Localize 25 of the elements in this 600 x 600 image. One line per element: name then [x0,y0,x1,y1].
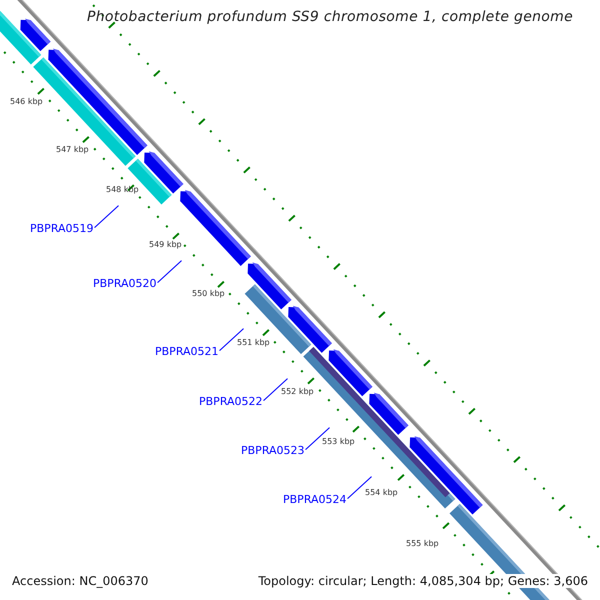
position-label: 549 kbp [149,240,182,250]
position-label: 554 kbp [365,488,398,498]
accession-text: Accession: NC_006370 [10,574,150,588]
position-label: 555 kbp [406,539,439,549]
gene-label: PBPRA0520 [93,277,157,290]
leader-line [219,328,244,352]
leader-line [157,260,182,284]
gene-label: PBPRA0523 [241,444,305,458]
leader-line [94,205,120,228]
title: Photobacterium profundum SS9 chromosome 1, complete genome [86,9,574,26]
gene-label: PBPRA0524 [283,493,347,506]
gene-label: PBPRA0521 [155,345,219,358]
position-label: 552 kbp [281,387,314,397]
position-label: 547 kbp [56,145,89,155]
position-label: 553 kbp [322,437,355,447]
leader-line [263,378,288,402]
gene-label: PBPRA0519 [30,222,94,236]
position-label: 551 kbp [237,338,270,348]
position-label: 548 kbp [106,185,139,195]
position-label: 550 kbp [192,289,225,299]
leader-line [347,476,372,500]
gene-label: PBPRA0522 [199,395,263,408]
genome-info-text: Topology: circular; Length: 4,085,304 bp; Genes: 3,606 [256,574,590,588]
leader-line [305,427,330,450]
position-label: 546 kbp [10,97,43,107]
